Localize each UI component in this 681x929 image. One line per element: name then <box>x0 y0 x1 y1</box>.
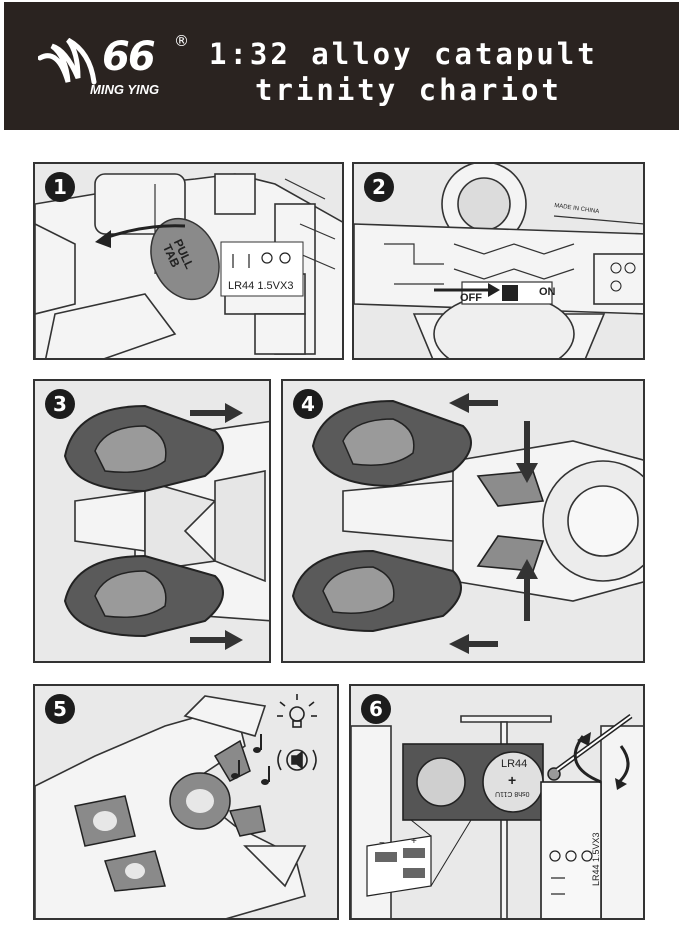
battery-polarity-icon <box>232 252 291 268</box>
step-3-illustration <box>63 403 269 650</box>
step-3-panel: 3 <box>33 379 271 663</box>
pull-tab[interactable] <box>138 207 232 310</box>
cover-screw[interactable] <box>547 767 561 781</box>
rotate-icon <box>573 735 630 784</box>
light-icon <box>277 694 317 728</box>
title-line-1: 1:32 alloy catapult <box>209 37 598 71</box>
brand-swoosh-icon <box>38 38 97 85</box>
step-number: 5 <box>45 694 75 724</box>
polarity-diagram <box>366 819 472 897</box>
power-switch[interactable] <box>461 281 553 305</box>
coin-cell-back-label: 0sh8 C11U <box>495 790 530 797</box>
polarity-minus: − <box>379 838 385 849</box>
pull-direction-arrow-icon <box>104 224 186 240</box>
step-1-illustration <box>35 173 342 358</box>
step-number: 3 <box>45 389 75 419</box>
registered-mark: ® <box>174 32 189 50</box>
battery-label: LR44 1.5VX3 <box>591 832 601 886</box>
step-6-illustration <box>351 713 643 920</box>
arrow-head-icon <box>488 283 500 297</box>
pull-left-arrow-icon <box>449 393 498 654</box>
arrow-head-icon <box>95 230 111 248</box>
coin-cell-plus: + <box>508 772 517 788</box>
side-pod-bottom <box>63 554 224 638</box>
press-down-arrow-icon <box>516 421 538 621</box>
step-number: 4 <box>293 389 323 419</box>
step-4-panel: 4 <box>281 379 645 663</box>
page-title: 1:32 alloy catapult trinity chariot <box>209 36 669 108</box>
screwdriver-icon <box>555 713 633 773</box>
side-pod-top <box>311 399 472 488</box>
battery-label: LR44 1.5VX3 <box>228 280 294 292</box>
push-right-arrow-icon <box>190 403 243 650</box>
step-number: 2 <box>364 172 394 202</box>
brand-number: 66 <box>102 34 156 80</box>
step-number: 1 <box>45 172 75 202</box>
step-4-illustration <box>291 393 643 654</box>
step-2-illustration <box>354 164 643 358</box>
header-banner: 66 ® MING YING 1:32 alloy catapult trini… <box>4 2 679 130</box>
switch-on-label: ON <box>539 286 556 298</box>
brand-name: MING YING <box>90 82 160 97</box>
battery-cover[interactable] <box>540 781 602 920</box>
battery-polarity-icon <box>549 850 593 895</box>
side-pod-top <box>63 404 224 493</box>
switch-off-label: OFF <box>460 292 482 304</box>
step-5-panel: 5 <box>33 684 339 920</box>
step-5-illustration <box>35 694 317 918</box>
side-pod-bottom <box>291 549 462 633</box>
step-2-panel: 2 OFF ON MADE IN CHINA <box>352 162 645 360</box>
step-1-panel: 1 PULL TAB LR44 1.5VX3 <box>33 162 344 360</box>
step-number: 6 <box>361 694 391 724</box>
sound-icon <box>277 749 317 771</box>
brand-logo: 66 ® MING YING <box>38 32 198 106</box>
battery-polarity-icon <box>610 262 636 292</box>
polarity-plus: + <box>411 836 417 847</box>
coin-cell-label: LR44 <box>501 758 528 770</box>
step-6-panel: 6 LR44 + 0sh8 C11U LR44 1.5VX3 + − <box>349 684 645 920</box>
title-line-2: trinity chariot <box>255 73 562 107</box>
music-note-icon <box>231 734 270 785</box>
